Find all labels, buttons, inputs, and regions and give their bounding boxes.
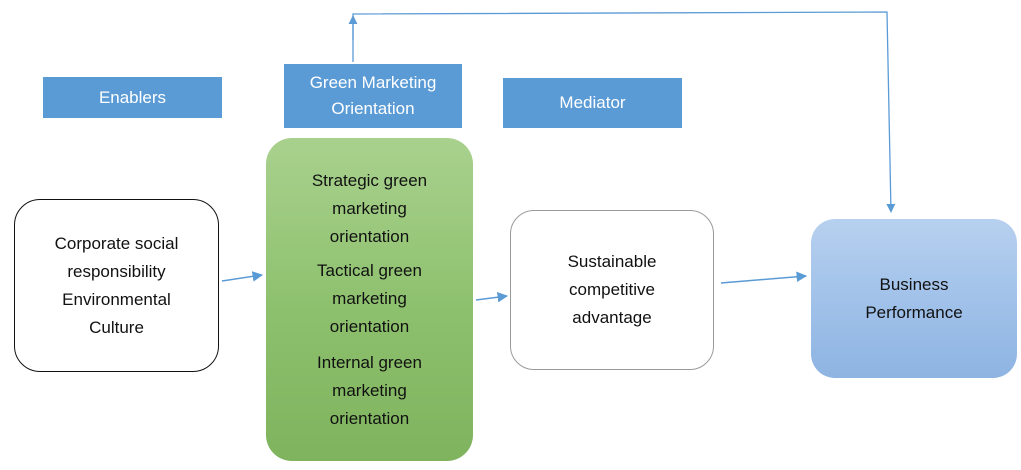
enablers-header-label: Enablers	[98, 87, 167, 107]
arrow-mediator-to-outcome	[720, 271, 808, 284]
outcome-line1: Business	[879, 274, 949, 294]
gmo-header-line1: Green Marketing	[309, 73, 437, 92]
tactical-line3: orientation	[329, 316, 410, 336]
enablers-line2: responsibility	[67, 261, 166, 281]
enablers-line4: Culture	[89, 317, 144, 337]
internal-line1: Internal green	[317, 352, 422, 372]
internal-line2: marketing	[332, 380, 407, 400]
mediator-line1: Sustainable	[567, 252, 657, 271]
mediator-header-label: Mediator	[559, 93, 626, 112]
outcome-line2: Performance	[865, 302, 963, 322]
strategic-line1: Strategic green	[311, 170, 428, 190]
mediator-line3: advantage	[572, 308, 652, 327]
internal-group: Internal green marketing orientation	[266, 349, 473, 433]
green-marketing-orientation-node: Strategic green marketing orientation Ta…	[266, 138, 473, 461]
mediator-line2: competitive	[569, 280, 655, 299]
green-marketing-orientation-header: Green Marketing Orientation	[284, 64, 462, 128]
tactical-group: Tactical green marketing orientation	[266, 257, 473, 341]
strategic-line2: marketing	[332, 198, 407, 218]
arrow-enablers-to-gmo	[221, 271, 264, 282]
mediator-header: Mediator	[503, 78, 682, 128]
enablers-line3: Environmental	[62, 289, 171, 309]
enablers-line1: Corporate social	[54, 233, 179, 253]
gmo-header-line2: Orientation	[331, 99, 415, 118]
tactical-line1: Tactical green	[317, 260, 422, 280]
arrow-gmo-to-mediator	[475, 292, 509, 303]
strategic-line3: orientation	[329, 226, 410, 246]
tactical-line2: marketing	[332, 288, 407, 308]
business-performance-node: Business Performance	[811, 219, 1017, 378]
enablers-header: Enablers	[43, 77, 222, 118]
enablers-node: Corporate social responsibility Environm…	[14, 199, 219, 372]
strategic-group: Strategic green marketing orientation	[266, 167, 473, 251]
internal-line3: orientation	[329, 408, 410, 428]
mediator-node: Sustainable competitive advantage	[510, 210, 714, 370]
